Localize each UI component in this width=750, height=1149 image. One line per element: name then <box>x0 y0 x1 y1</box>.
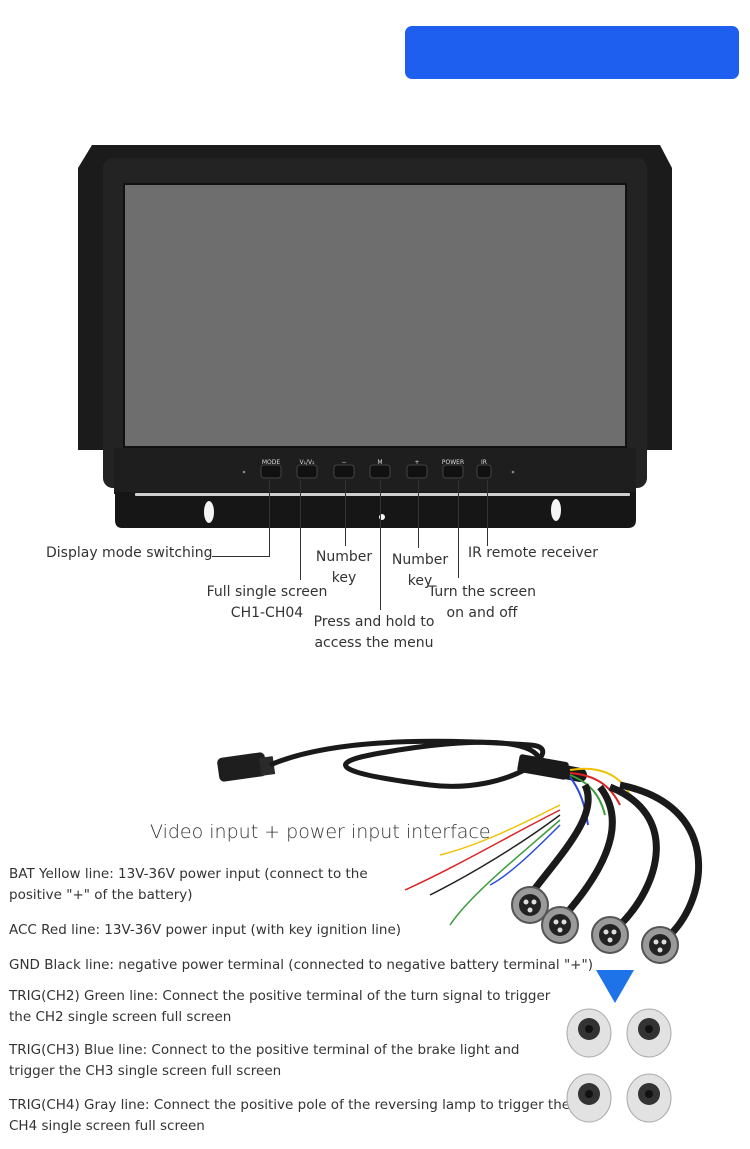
wiring-acc-line: ACC Red line: 13V-36V power input (with … <box>9 920 401 941</box>
mode-button-label: MODE <box>262 459 281 466</box>
cable-harness-svg <box>217 738 703 964</box>
callout-number-key-right: Number key <box>382 550 458 592</box>
callout-power: Turn the screen on and off <box>424 582 540 624</box>
dome-camera-icon <box>626 1073 672 1123</box>
callout-number-key-left-line1: Number <box>315 549 373 565</box>
callout-power-line2: on and off <box>446 605 518 621</box>
plus-button-label: + <box>414 459 419 466</box>
callout-line-minus <box>345 480 346 546</box>
wiring-acc-line-1: ACC Red line: 13V-36V power input (with … <box>9 922 402 938</box>
dome-camera-icon <box>626 1008 672 1058</box>
callout-menu: Press and hold to access the menu <box>306 612 442 654</box>
wiring-gnd-line-1: GND Black line: negative power terminal … <box>9 957 593 973</box>
callout-number-key-right-line1: Number <box>391 552 449 568</box>
callout-full-single-screen: Full single screen CH1-CH04 <box>200 582 334 624</box>
wiring-trig-ch2-line-2: the CH2 single screen full screen <box>9 1009 232 1025</box>
callout-line-v1v2 <box>300 480 301 580</box>
callout-power-line1: Turn the screen <box>427 584 537 600</box>
dome-camera-icon <box>566 1073 612 1123</box>
wiring-trig-ch3-line-1: TRIG(CH3) Blue line: Connect to the posi… <box>9 1042 520 1058</box>
callout-line-plus <box>418 480 419 548</box>
wiring-bat-line-2: positive "+" of the battery) <box>9 887 193 903</box>
menu-button-label: M <box>377 459 382 466</box>
callout-line-ir <box>487 480 488 546</box>
wiring-bat-line: BAT Yellow line: 13V-36V power input (co… <box>9 864 368 906</box>
wiring-trig-ch2: TRIG(CH2) Green line: Connect the positi… <box>9 986 550 1028</box>
wiring-trig-ch3-line-2: trigger the CH3 single screen full scree… <box>9 1063 282 1079</box>
callout-menu-line2: access the menu <box>314 635 434 651</box>
cameras-svg <box>566 970 672 1123</box>
callout-line-power <box>458 480 459 578</box>
monitor-svg: MODE V₁/V₂ − M + POWER IR <box>78 145 672 528</box>
wiring-gnd-line: GND Black line: negative power terminal … <box>9 955 593 976</box>
down-arrow-icon <box>596 970 634 1003</box>
camera-illustrations <box>560 965 680 1135</box>
monitor-illustration: MODE V₁/V₂ − M + POWER IR <box>0 130 750 540</box>
wiring-trig-ch4-line-2: CH4 single screen full screen <box>9 1118 205 1134</box>
callout-number-key-right-line2: key <box>407 573 433 589</box>
header-banner <box>405 26 739 79</box>
wiring-trig-ch2-line-1: TRIG(CH2) Green line: Connect the positi… <box>9 988 551 1004</box>
callout-number-key-left: Number key <box>306 547 382 589</box>
callout-menu-line1: Press and hold to <box>313 614 435 630</box>
cable-harness-illustration <box>200 725 750 985</box>
ir-label: IR <box>481 459 487 466</box>
dome-camera-icon <box>566 1008 612 1058</box>
v1v2-button-label: V₁/V₂ <box>299 459 315 466</box>
callout-number-key-left-line2: key <box>331 570 357 586</box>
callout-display-mode: Display mode switching <box>46 545 213 561</box>
callout-ir: IR remote receiver <box>468 545 599 561</box>
power-button-label: POWER <box>442 459 464 466</box>
wiring-trig-ch4: TRIG(CH4) Gray line: Connect the positiv… <box>9 1095 570 1137</box>
callout-full-single-screen-line1: Full single screen <box>206 584 328 600</box>
wiring-trig-ch4-line-1: TRIG(CH4) Gray line: Connect the positiv… <box>9 1097 571 1113</box>
callout-line-mode-h <box>212 556 270 557</box>
wiring-section-title: Video input + power input interface <box>150 821 491 843</box>
wiring-trig-ch3: TRIG(CH3) Blue line: Connect to the posi… <box>9 1040 519 1082</box>
callout-line-menu <box>380 480 381 610</box>
callout-full-single-screen-line2: CH1-CH04 <box>230 605 304 621</box>
minus-button-label: − <box>341 459 346 466</box>
wiring-bat-line-1: BAT Yellow line: 13V-36V power input (co… <box>9 866 368 882</box>
callout-line-mode-v <box>269 480 270 556</box>
